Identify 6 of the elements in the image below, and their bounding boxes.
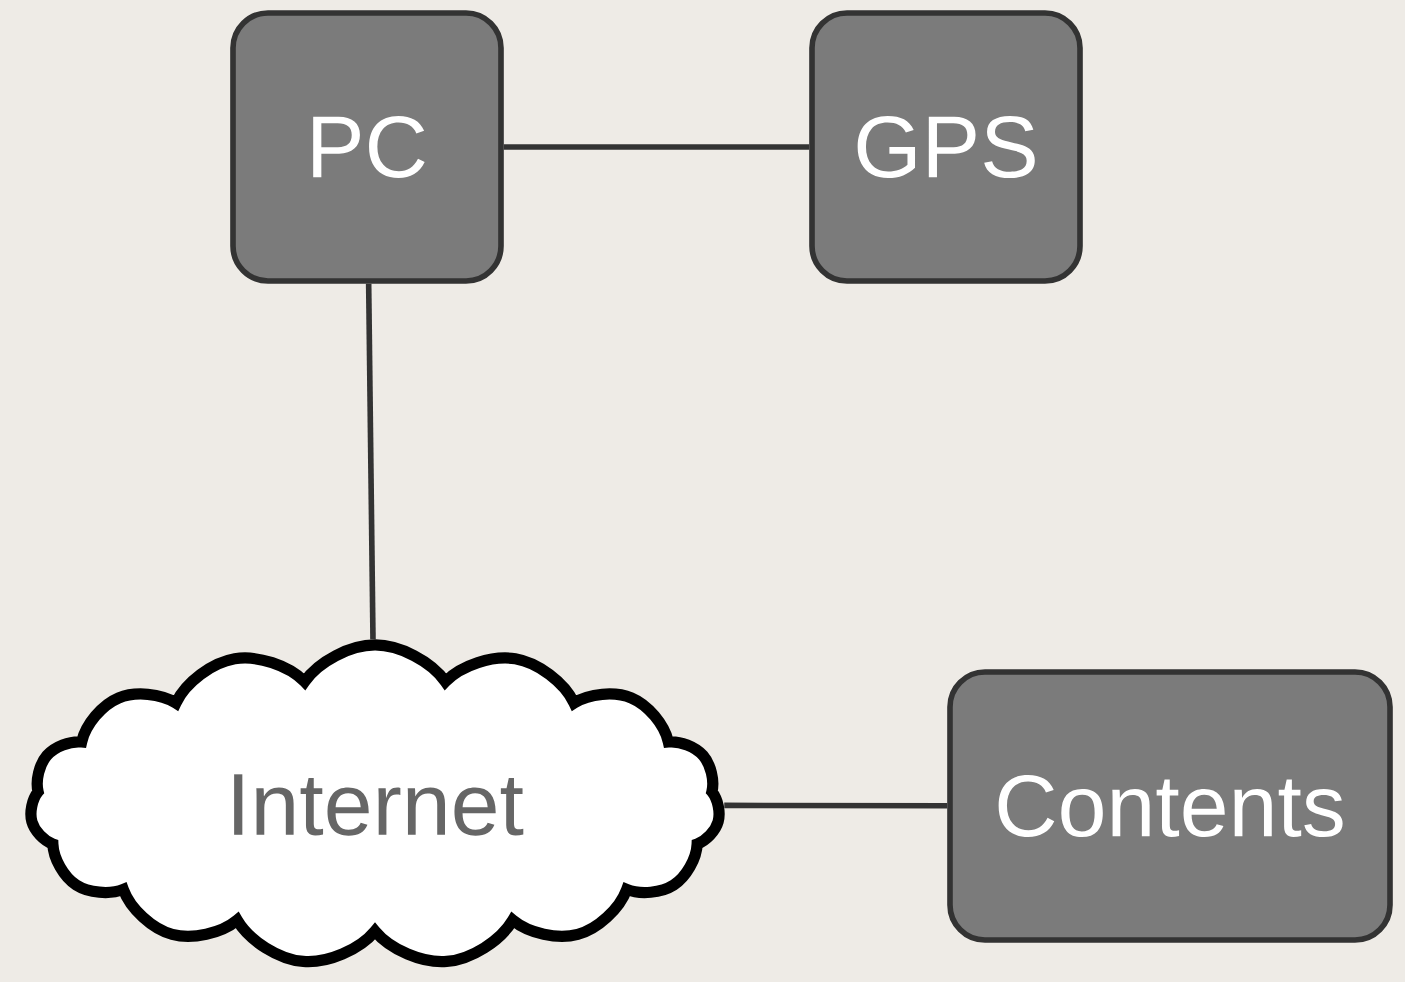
- device-box: GPS: [809, 10, 1083, 284]
- device-box: Contents: [947, 669, 1393, 943]
- connector-line: [503, 144, 810, 150]
- connector-line: [365, 283, 376, 640]
- connector-line: [724, 802, 948, 809]
- device-box: PC: [230, 10, 504, 284]
